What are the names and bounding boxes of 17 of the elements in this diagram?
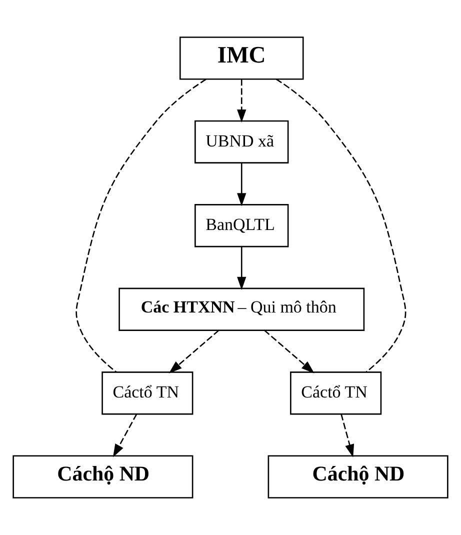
arrow bbox=[237, 162, 246, 206]
arrow bbox=[237, 246, 246, 290]
node-box: Cáchộ ND bbox=[268, 455, 448, 498]
node-box: Cáctổ TN bbox=[102, 372, 194, 415]
node-box: UBND xã bbox=[194, 120, 289, 164]
node-box: IMC bbox=[179, 36, 304, 80]
node-box: Cáchộ ND bbox=[12, 455, 194, 498]
node-box: Cáctổ TN bbox=[290, 372, 382, 415]
arrow bbox=[237, 79, 246, 123]
node-box: Các HTXNN – Qui mô thôn bbox=[118, 288, 365, 331]
arrow bbox=[264, 330, 314, 374]
arrow bbox=[112, 414, 138, 458]
arrow bbox=[168, 330, 220, 374]
node-box: BanQLTL bbox=[194, 204, 289, 248]
arrow bbox=[340, 414, 354, 458]
connector bbox=[276, 78, 406, 372]
connector bbox=[76, 78, 206, 373]
